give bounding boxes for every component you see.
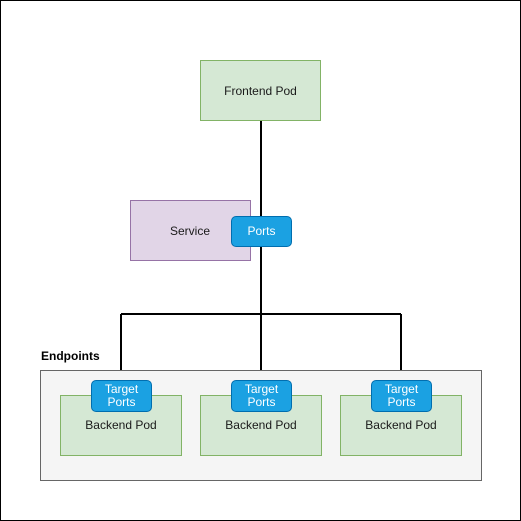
target-ports-1[interactable]: Target Ports [91, 380, 152, 412]
target-ports-2[interactable]: Target Ports [231, 380, 292, 412]
target-ports-label: Target Ports [384, 382, 419, 409]
target-ports-label: Target Ports [244, 382, 279, 409]
service-ports-label: Ports [247, 224, 276, 238]
service-box[interactable]: Service [130, 200, 251, 261]
frontend-pod[interactable]: Frontend Pod [200, 60, 321, 121]
backend-pod-label: Backend Pod [85, 418, 157, 432]
target-ports-3[interactable]: Target Ports [371, 380, 432, 412]
backend-pod-label: Backend Pod [225, 418, 297, 432]
frontend-pod-label: Frontend Pod [224, 83, 297, 98]
endpoints-label: Endpoints [41, 349, 100, 363]
backend-pod-label: Backend Pod [365, 418, 437, 432]
service-label: Service [170, 223, 211, 238]
target-ports-label: Target Ports [104, 382, 139, 409]
service-ports[interactable]: Ports [231, 216, 292, 247]
